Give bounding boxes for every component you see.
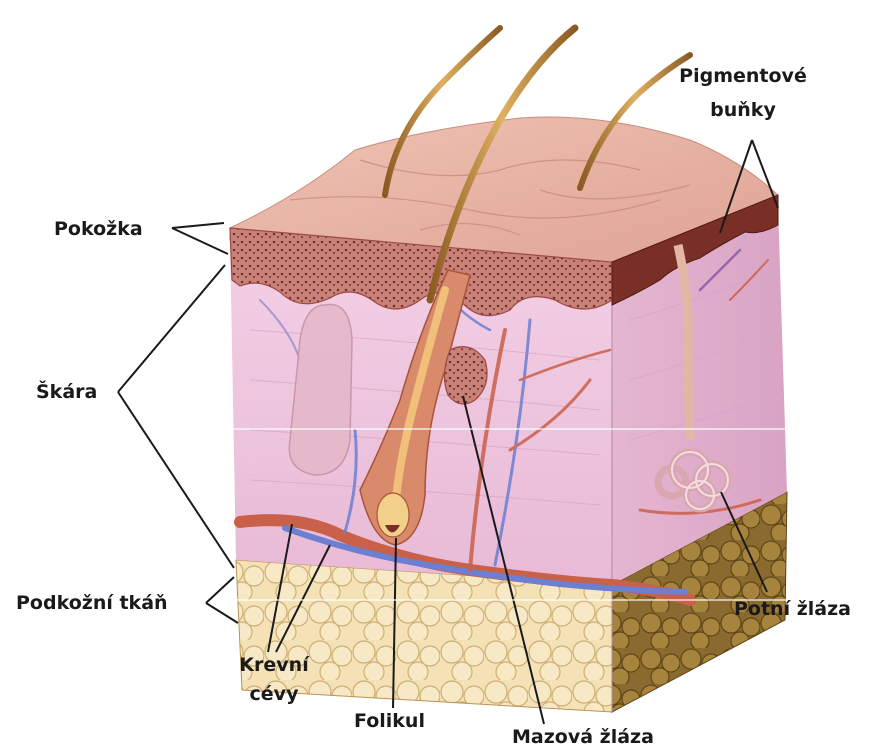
label-skara: Škára <box>36 379 97 405</box>
label-potni-zlaza: Potní žláza <box>734 596 851 622</box>
label-folikul: Folikul <box>354 708 425 734</box>
label-cevy: cévy <box>232 681 316 707</box>
label-pigmentove: Pigmentové <box>678 63 808 89</box>
label-krevni: Krevní <box>232 652 316 678</box>
label-podkozni-tkan: Podkožní tkáň <box>16 590 168 616</box>
label-pokozka: Pokožka <box>54 216 143 242</box>
label-bunky: buňky <box>678 97 808 123</box>
label-mazova-zlaza: Mazová žláza <box>512 724 654 750</box>
